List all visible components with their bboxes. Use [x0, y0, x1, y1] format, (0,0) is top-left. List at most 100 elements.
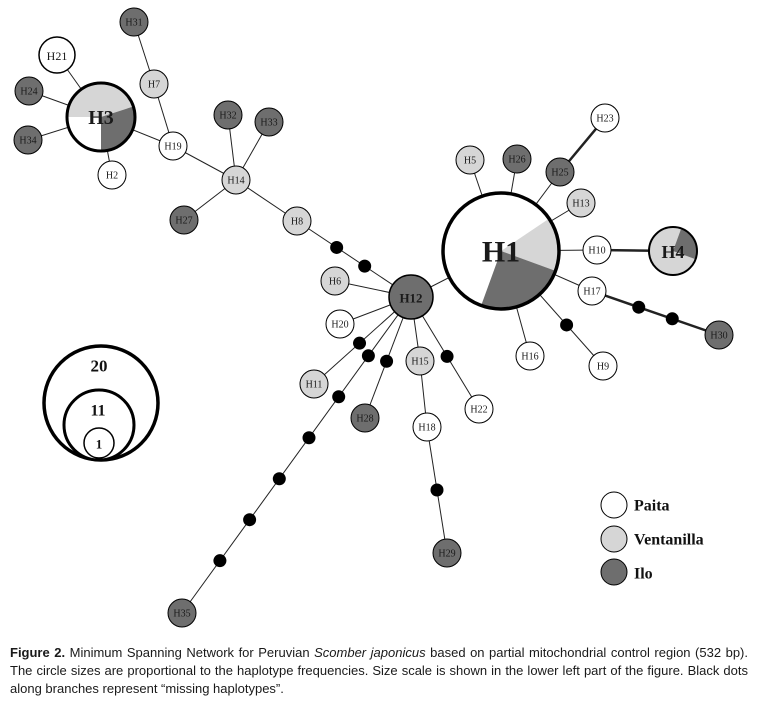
haplotype-label: H28 [356, 414, 373, 425]
haplotype-label: H30 [710, 331, 727, 342]
haplotype-circle [158, 131, 188, 161]
missing-haplotype-dot [272, 472, 286, 486]
scale-label-large: 20 [91, 357, 108, 376]
missing-haplotype-dot [332, 390, 346, 404]
haplotype-circle [405, 346, 435, 376]
haplotype-label: H7 [148, 80, 160, 91]
haplotype-circle [455, 145, 485, 175]
pie-slice-paita [67, 117, 101, 151]
haplotype-label: H23 [596, 114, 613, 125]
haplotype-h10: H10 [582, 235, 612, 265]
haplotype-circle [566, 188, 596, 218]
haplotype-circle [169, 205, 199, 235]
haplotype-h33: H33 [254, 107, 284, 137]
haplotype-label: H34 [19, 136, 36, 147]
haplotype-label: H26 [508, 155, 525, 166]
legend-label-ilo: Ilo [634, 566, 653, 583]
haplotype-h21: H21 [38, 36, 76, 74]
haplotype-circle [412, 412, 442, 442]
haplotype-h23: H23 [590, 103, 620, 133]
haplotype-label: H17 [583, 287, 600, 298]
haplotype-h6: H6 [320, 266, 350, 296]
legend-label-paita: Paita [634, 498, 670, 515]
haplotype-h7: H7 [139, 69, 169, 99]
missing-haplotype-dot [302, 431, 316, 445]
haplotype-h16: H16 [515, 341, 545, 371]
haplotype-circle [139, 69, 169, 99]
missing-haplotype-dot [560, 318, 574, 332]
size-scale: 20 11 1 [42, 344, 160, 462]
haplotype-h5: H5 [455, 145, 485, 175]
scale-circle-small [83, 427, 115, 459]
haplotype-label: H13 [572, 199, 589, 210]
haplotype-h35: H35 [167, 598, 197, 628]
pie-slice-paita [442, 192, 550, 306]
haplotype-circle [221, 165, 251, 195]
haplotype-h30: H30 [704, 320, 734, 350]
haplotype-h24: H24 [14, 76, 44, 106]
scale-label-medium: 11 [90, 403, 105, 420]
haplotype-label: H21 [47, 49, 68, 63]
haplotype-h28: H28 [350, 403, 380, 433]
haplotype-label: H9 [597, 362, 609, 373]
haplotype-circle [14, 76, 44, 106]
haplotype-label: H20 [331, 320, 348, 331]
legend-label-ventanilla: Ventanilla [634, 532, 704, 549]
haplotype-circle [320, 266, 350, 296]
missing-haplotype-dot [380, 354, 394, 368]
haplotype-h25: H25 [545, 157, 575, 187]
haplotype-circle [254, 107, 284, 137]
haplotype-label: H10 [588, 246, 605, 257]
haplotype-h22: H22 [464, 394, 494, 424]
haplotype-circle [350, 403, 380, 433]
haplotype-label: H32 [219, 111, 236, 122]
haplotype-h12: H12 [388, 274, 434, 320]
haplotype-h9: H9 [588, 351, 618, 381]
legend-swatch-ilo [600, 558, 628, 586]
caption-species: Scomber japonicus [314, 645, 426, 660]
haplotype-circle [432, 538, 462, 568]
pie-slice-ventanilla [67, 83, 134, 117]
haplotype-circle [515, 341, 545, 371]
haplotype-label: H12 [399, 291, 422, 306]
haplotype-h13: H13 [566, 188, 596, 218]
haplotype-label: H15 [411, 357, 428, 368]
legend-swatch-paita [600, 491, 628, 519]
haplotype-circle [13, 125, 43, 155]
edge-h8-h12 [296, 220, 412, 298]
haplotype-h34: H34 [13, 125, 43, 155]
caption-text-before: Minimum Spanning Network for Peruvian [65, 645, 315, 660]
haplotype-label: H14 [227, 176, 244, 187]
haplotype-outline [388, 274, 434, 320]
haplotype-circle [588, 351, 618, 381]
haplotype-outline [65, 81, 137, 153]
pie-slice-ventanilla [501, 218, 560, 271]
haplotype-circle [704, 320, 734, 350]
haplotype-label: H24 [20, 87, 37, 98]
pie-slice-ilo [389, 275, 433, 319]
haplotype-h20: H20 [325, 309, 355, 339]
pie-slice-ventanilla [649, 227, 696, 275]
caption-text-after: based on partial mitochondrial control r… [10, 645, 749, 696]
haplotype-label: H1 [482, 236, 520, 269]
haplotype-h14: H14 [221, 165, 251, 195]
haplotype-h11: H11 [299, 369, 329, 399]
haplotype-circle [590, 103, 620, 133]
haplotype-label: H6 [329, 277, 341, 288]
haplotype-label: H3 [88, 107, 114, 129]
figure-caption: Figure 2. Minimum Spanning Network for P… [10, 644, 748, 698]
missing-haplotype-dot [361, 349, 375, 363]
missing-haplotype-dots [213, 240, 679, 568]
haplotype-h29: H29 [432, 538, 462, 568]
haplotype-h3: H3 [65, 81, 137, 153]
haplotype-h32: H32 [213, 100, 243, 130]
haplotype-h8: H8 [282, 206, 312, 236]
missing-haplotype-dot [430, 483, 444, 497]
haplotype-circle [97, 160, 127, 190]
scale-circle-medium [62, 388, 136, 462]
missing-haplotype-dot [632, 300, 646, 314]
haplotype-circle [299, 369, 329, 399]
haplotype-label: H22 [470, 405, 487, 416]
haplotype-outline [441, 191, 561, 311]
